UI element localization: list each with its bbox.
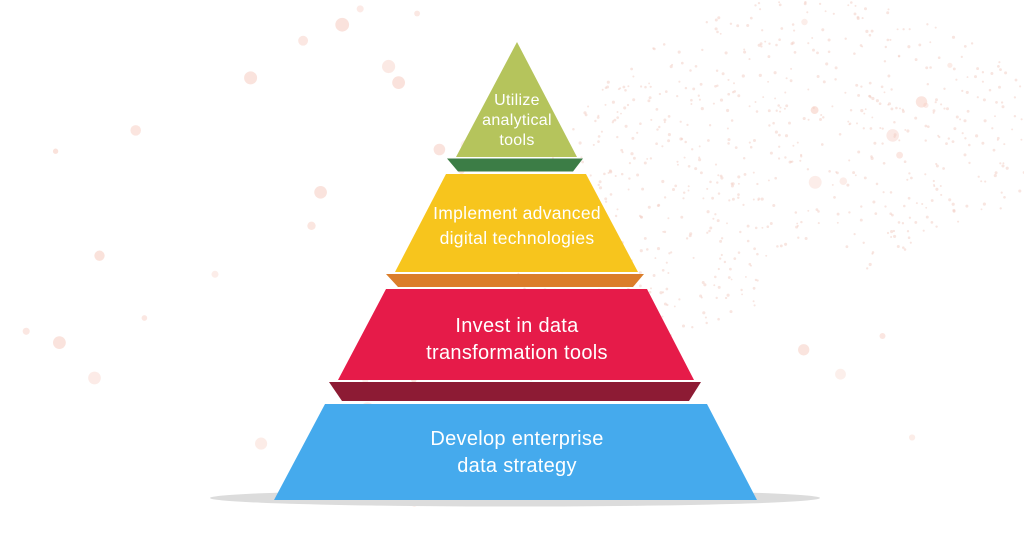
pyramid-level-3-face bbox=[338, 289, 694, 380]
pyramid-level-3-underside bbox=[329, 382, 701, 401]
pyramid-level-1-underside bbox=[447, 158, 583, 172]
pyramid-level-2-underside bbox=[386, 274, 644, 287]
pyramid-level-1-face bbox=[456, 42, 577, 157]
pyramid-level-2-face bbox=[395, 174, 638, 272]
pyramid-level-4-face bbox=[274, 404, 757, 500]
